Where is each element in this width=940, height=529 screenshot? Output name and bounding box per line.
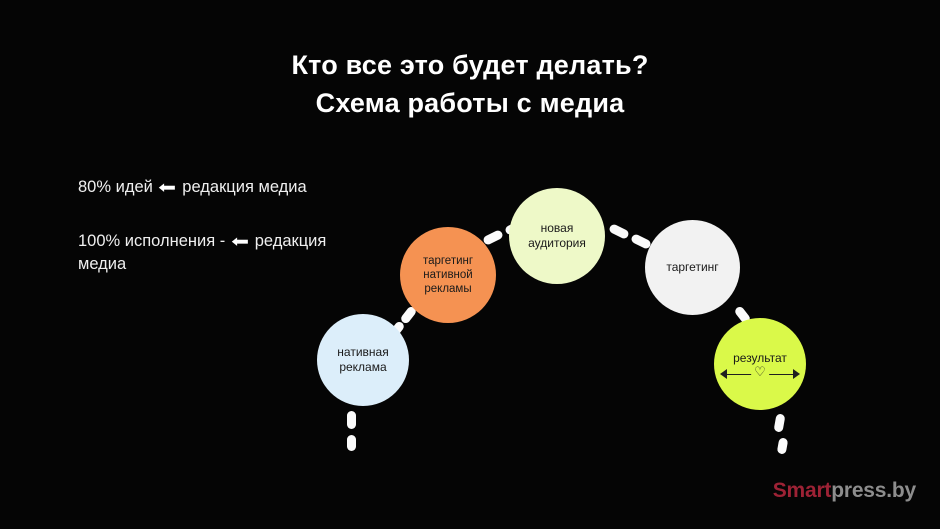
- note-execution-after: редакция медиа: [78, 232, 327, 273]
- brand-logo: Smartpress.by: [772, 479, 917, 503]
- tail-dash: [347, 411, 356, 429]
- flow-node-label: таргетинг нативной рекламы: [422, 255, 474, 295]
- note-execution: 100% исполнения - ⬅ редакция медиа: [78, 230, 328, 276]
- arrow-left-icon: ⬅: [231, 232, 249, 251]
- flow-node-native-ad[interactable]: нативная реклама: [317, 314, 409, 406]
- brand-logo-part-b: press.by: [831, 479, 916, 502]
- flow-node-label: результат: [733, 350, 787, 365]
- page-title: Кто все это будет делать? Схема работы с…: [0, 46, 940, 122]
- arrow-right-head-icon: [793, 369, 800, 380]
- heart-icon: ♡: [751, 364, 769, 378]
- tail-dash: [347, 435, 356, 451]
- flow-node-targeting[interactable]: таргетинг: [645, 220, 740, 315]
- connector-dash: [608, 223, 630, 240]
- flow-node-label: таргетинг: [666, 260, 719, 274]
- flow-node-label: новая аудитория: [528, 221, 586, 250]
- note-ideas-before: 80% идей: [78, 178, 153, 196]
- arrow-left-head-icon: [720, 369, 727, 380]
- flow-node-new-audience[interactable]: новая аудитория: [509, 188, 605, 284]
- connector-dash: [482, 229, 504, 246]
- flow-node-native-targeting[interactable]: таргетинг нативной рекламы: [400, 227, 496, 323]
- tail-dash: [773, 413, 786, 433]
- arrow-left-icon: ⬅: [158, 178, 177, 197]
- flow-node-result[interactable]: результат ♡: [714, 318, 806, 410]
- flow-node-label: нативная реклама: [337, 345, 389, 374]
- result-measure-arrow: ♡: [720, 364, 800, 382]
- note-execution-before: 100% исполнения -: [78, 232, 226, 250]
- tail-dash: [776, 437, 789, 455]
- brand-logo-part-a: Smart: [772, 479, 832, 502]
- note-ideas-after: редакция медиа: [182, 178, 307, 196]
- annotations-block: 80% идей ⬅ редакция медиа 100% исполнени…: [78, 176, 328, 276]
- title-line-1: Кто все это будет делать?: [291, 50, 649, 80]
- note-ideas: 80% идей ⬅ редакция медиа: [78, 176, 328, 199]
- title-line-2: Схема работы с медиа: [315, 88, 625, 118]
